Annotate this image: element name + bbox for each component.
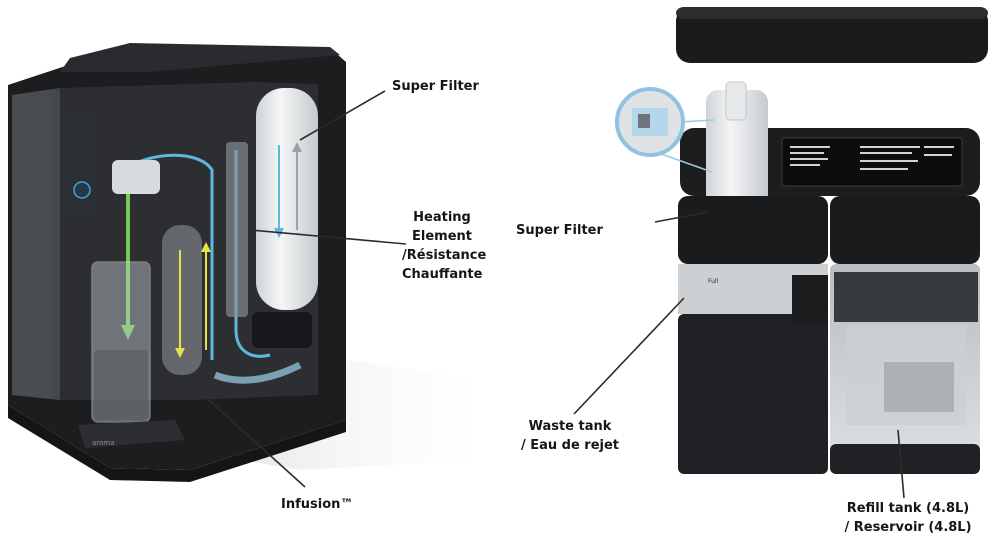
label-super-filter-right: Super Filter: [516, 221, 603, 240]
dial-icon: [73, 181, 91, 199]
label-waste-tank: Waste tank / Eau de rejet: [520, 417, 620, 455]
waste-tank-line-2: / Eau de rejet: [520, 438, 620, 453]
filter-cap: [252, 312, 312, 348]
lid: [60, 43, 340, 72]
label-super-filter-left-text: Super Filter: [392, 79, 479, 94]
side-tank: [12, 88, 60, 400]
callout-line-infusion: [199, 391, 306, 488]
front-right-top: [830, 196, 980, 264]
super-filter: [256, 88, 318, 310]
brand-mark: aroma: [92, 439, 114, 447]
infusion-chamber: [162, 225, 202, 375]
heating-line-3: /Résistance: [402, 248, 487, 263]
label-super-filter-right-text: Super Filter: [516, 223, 603, 238]
drip-tray: [78, 420, 185, 448]
dispense-head: [112, 160, 160, 194]
label-refill-tank: Refill tank (4.8L) / Reservoir (4.8L): [836, 499, 980, 537]
base: [8, 405, 346, 482]
refill-tank-line-2: / Reservoir (4.8L): [844, 520, 972, 535]
callout-line-refill-tank: [897, 429, 905, 499]
control-panel: [62, 112, 97, 217]
callout-line-super-filter-right: [654, 211, 709, 223]
waste-tank-body: [678, 314, 828, 474]
callout-line-waste-tank: [573, 297, 685, 415]
label-super-filter-left: Super Filter: [392, 77, 479, 96]
front-left-top: [678, 196, 828, 264]
callout-line-heating: [249, 229, 407, 245]
label-infusion-text: Infusion™: [281, 497, 354, 512]
heating-line-1: Heating: [413, 210, 471, 225]
label-heating-element: Heating Element /Résistance Chauffante: [402, 208, 487, 284]
heating-line-2: Element: [412, 229, 472, 244]
top-lid: [676, 7, 988, 63]
label-infusion: Infusion™: [281, 495, 353, 514]
right-machine: [615, 7, 988, 474]
refill-tank-line-1: Refill tank (4.8L): [846, 501, 970, 516]
tank-full-mark: Full: [708, 278, 719, 285]
heating-element: [226, 142, 248, 317]
waste-tank-line-1: Waste tank: [528, 419, 612, 434]
callout-line-super-filter-left: [299, 90, 386, 141]
heating-line-4: Chauffante: [402, 267, 483, 282]
left-machine: [8, 43, 480, 482]
